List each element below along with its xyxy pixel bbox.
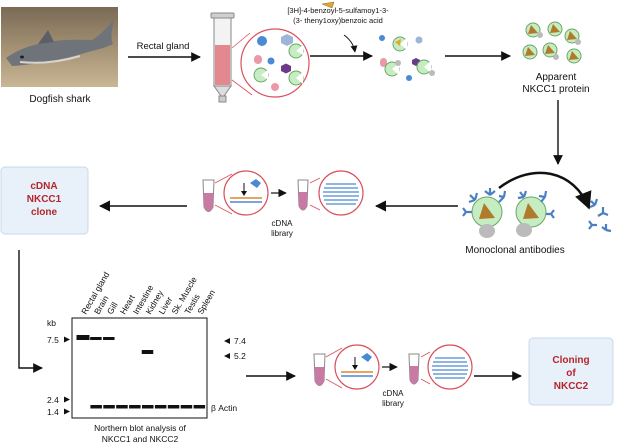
ligand-icon bbox=[321, 1, 335, 9]
cloning-line2: of bbox=[566, 368, 576, 379]
lysate-particles bbox=[253, 34, 304, 91]
clone-line1: cDNA bbox=[30, 181, 57, 192]
nkcc1-band-gill bbox=[103, 337, 115, 340]
apparent-protein-cluster bbox=[522, 21, 582, 64]
clone-line2: NKCC1 bbox=[27, 194, 62, 205]
actin-band bbox=[193, 405, 206, 409]
library2-screen bbox=[313, 344, 473, 390]
ligand-bound-mixture bbox=[379, 35, 435, 81]
shark-label: Dogfish shark bbox=[29, 94, 91, 105]
blot-bands bbox=[76, 335, 206, 409]
nkcc1-band-brain bbox=[90, 337, 102, 340]
shark-photo bbox=[1, 7, 118, 87]
antibody-cluster bbox=[462, 171, 612, 238]
ligand-label-line2: (3- theny1oxy)benzoic acid bbox=[293, 16, 383, 25]
actin-band bbox=[116, 405, 128, 409]
actin-band bbox=[154, 405, 167, 409]
lane-labels: Rectal glandBrainGillHeartIntestineKidne… bbox=[79, 270, 217, 316]
blot-caption-line1: Northern blot analysis of bbox=[94, 423, 186, 433]
library1-label-line1: cDNA bbox=[272, 219, 294, 228]
apparent-label-line2: NKCC1 protein bbox=[522, 84, 589, 95]
column-tube bbox=[210, 12, 235, 103]
library2-label-line1: cDNA bbox=[383, 389, 405, 398]
cloning-line1: Cloning bbox=[552, 355, 589, 366]
nkcc1-band-rectal-gland bbox=[76, 335, 90, 340]
blot-caption-line2: NKCC1 and NKCC2 bbox=[102, 434, 179, 444]
cloning-line3: NKCC2 bbox=[554, 381, 589, 392]
marker-1-4: 1.4 bbox=[47, 407, 59, 417]
marker-7-4: 7.4 bbox=[234, 336, 246, 346]
library1-screen bbox=[202, 170, 364, 216]
actin-band bbox=[180, 405, 193, 409]
nkcc2-band-kidney bbox=[141, 350, 154, 354]
library1-label-line2: library bbox=[271, 229, 293, 238]
antibodies-label: Monoclonal antibodies bbox=[465, 245, 565, 256]
ligand-label-line1: [3H]-4-benzoyl-5-sulfamoy1-3- bbox=[287, 6, 389, 15]
arrow-clone-to-blot bbox=[18, 250, 43, 373]
actin-band bbox=[167, 405, 180, 409]
clone-line3: clone bbox=[31, 207, 58, 218]
blot-frame bbox=[71, 317, 208, 419]
library2-label-line2: library bbox=[382, 399, 404, 408]
actin-band bbox=[129, 405, 141, 409]
apparent-label-line1: Apparent bbox=[536, 72, 577, 83]
marker-7-5: 7.5 bbox=[47, 335, 59, 345]
kb-label: kb bbox=[47, 318, 56, 328]
marker-2-4: 2.4 bbox=[47, 395, 59, 405]
actin-band bbox=[90, 405, 102, 409]
actin-band bbox=[103, 405, 115, 409]
actin-band bbox=[142, 405, 154, 409]
clone-box bbox=[0, 166, 89, 235]
actin-label: β Actin bbox=[211, 403, 237, 413]
rectal-gland-label: Rectal gland bbox=[137, 41, 190, 52]
marker-5-2: 5.2 bbox=[234, 351, 246, 361]
cloning-box bbox=[528, 337, 614, 406]
